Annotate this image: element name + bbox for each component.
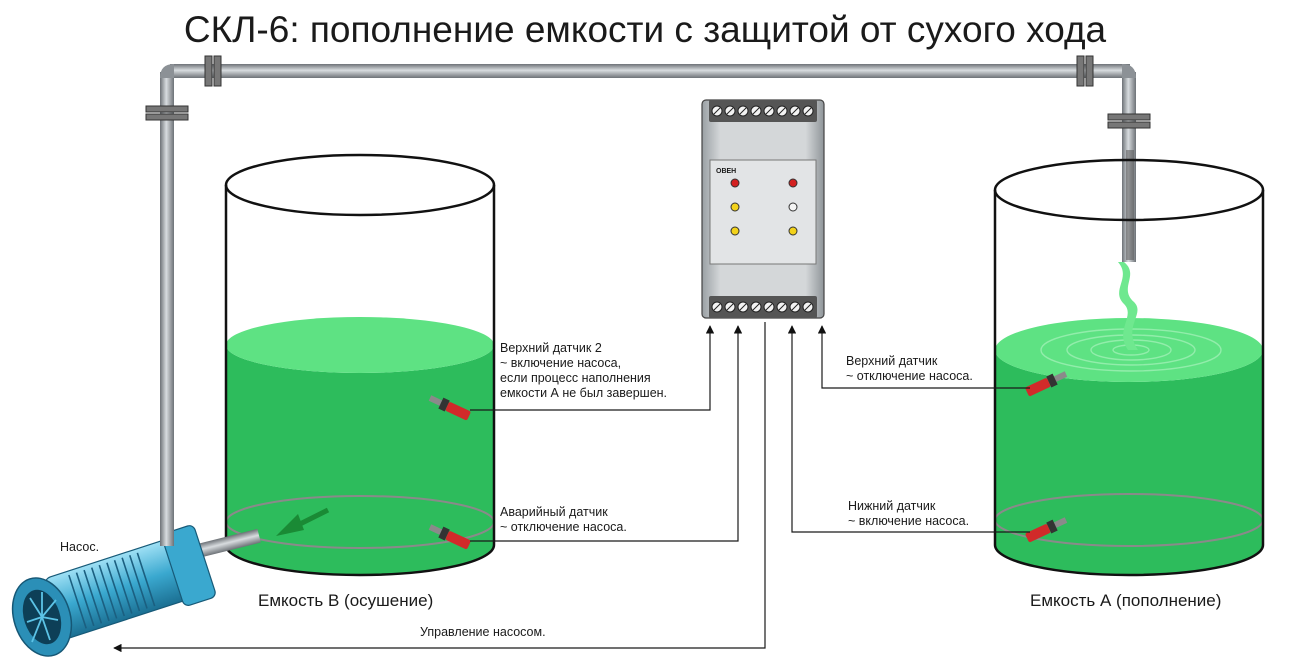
tank-a: Емкость А (пополнение) [993, 158, 1265, 610]
terminal-screw-slot [791, 303, 799, 311]
tank-a-upper-sensor-label: Верхний датчик ~ отключение насоса. [846, 354, 973, 383]
signal-wires [113, 322, 1030, 653]
sensor-a-lower-icon [1025, 517, 1068, 543]
tank-b-caption: Емкость В (осушение) [258, 591, 433, 610]
led-indicator-yellow [788, 226, 798, 236]
terminal-screw-slot [778, 303, 786, 311]
sensor-b-alarm-icon [428, 524, 471, 550]
terminal-screw-slot [713, 303, 721, 311]
controller-device: ОВЕН [701, 99, 825, 319]
led-indicator-red [788, 178, 798, 188]
terminal-screw-slot [726, 303, 734, 311]
pump-icon: Насос. [11, 520, 261, 657]
controller-brand-logo: ОВЕН [716, 168, 736, 175]
terminal-screw-slot [765, 303, 773, 311]
tank-b-upper-sensor-label: Верхний датчик 2 ~ включение насоса, есл… [500, 341, 667, 400]
suction-arrow-icon [276, 507, 330, 536]
flange-right-top [1076, 55, 1094, 87]
pipe-network [145, 55, 1151, 542]
terminal-screw-slot [752, 303, 760, 311]
terminal-block-top [711, 105, 814, 117]
tank-b-alarm-sensor-label: Аварийный датчик ~ отключение насоса. [500, 505, 627, 534]
pump-control-label: Управление насосом. [420, 625, 546, 639]
terminal-screw-slot [804, 303, 812, 311]
pump-label: Насос. [60, 540, 99, 554]
sensor-b-upper-icon [428, 395, 471, 421]
terminal-screw-slot [765, 107, 773, 115]
tank-a-caption: Емкость А (пополнение) [1030, 591, 1221, 610]
terminal-screw-slot [752, 107, 760, 115]
terminal-screw-slot [726, 107, 734, 115]
flange-left-top [204, 55, 222, 87]
led-indicator-yellow [730, 202, 740, 212]
terminal-screw-slot [778, 107, 786, 115]
terminal-screw-slot [739, 107, 747, 115]
led-indicator-off [788, 202, 798, 212]
led-indicator-red [730, 178, 740, 188]
controller-leds [730, 178, 798, 236]
diagram-title: СКЛ-6: пополнение емкости с защитой от с… [184, 9, 1107, 50]
flange-left-side [145, 105, 189, 121]
led-indicator-yellow [730, 226, 740, 236]
terminal-screw-slot [739, 303, 747, 311]
sensor-a-upper-icon [1025, 371, 1068, 397]
terminal-screw-slot [791, 107, 799, 115]
tank-b: Емкость В (осушение) [224, 153, 496, 610]
terminal-screw-slot [804, 107, 812, 115]
tank-a-lower-sensor-label: Нижний датчик ~ включение насоса. [848, 499, 969, 528]
flange-right-side [1107, 113, 1151, 129]
terminal-screw-slot [713, 107, 721, 115]
terminal-block-bottom [711, 301, 814, 313]
